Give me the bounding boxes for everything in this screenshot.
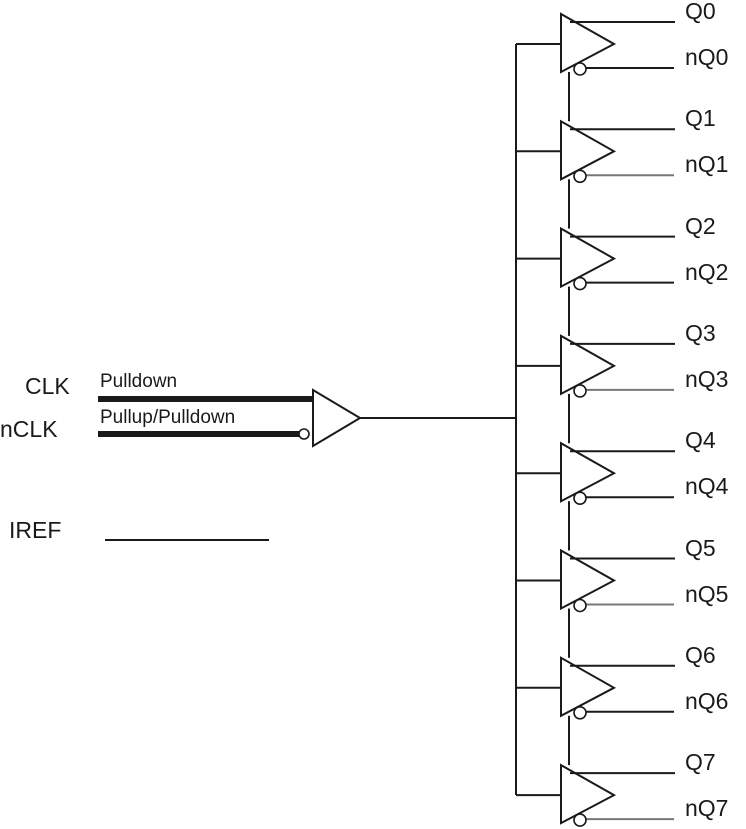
inverting-output-bubble [573, 598, 587, 613]
output-buffer [516, 12, 675, 122]
output-buffer-triangle [560, 119, 617, 181]
inverting-output-bubble [573, 705, 587, 720]
q-output-label: Q2 [685, 212, 716, 239]
output-buffer-triangle [560, 226, 617, 289]
q-output-label: Q5 [685, 534, 716, 561]
nq-output-label: nQ2 [685, 258, 729, 285]
input-buffer-triangle [312, 388, 362, 448]
nclk-bias-label: Pullup/Pulldown [100, 407, 236, 428]
q-output-label: Q6 [685, 641, 716, 668]
output-buffer-triangle [560, 656, 617, 718]
inverting-output-bubble [573, 491, 587, 506]
output-buffer [516, 763, 675, 827]
nclk-label: nCLK [0, 416, 58, 442]
q-output-label: Q1 [685, 105, 716, 132]
inverting-output-bubble [573, 62, 587, 76]
input-buffer [98, 44, 517, 795]
nq-output-label: nQ7 [685, 795, 729, 822]
inverting-output-bubble [573, 169, 587, 184]
nq-output-label: nQ5 [685, 580, 729, 607]
output-buffer [516, 119, 675, 229]
clk-label: CLK [25, 373, 70, 399]
output-buffer-triangle [560, 548, 617, 611]
output-buffer [516, 441, 675, 551]
output-buffer [516, 334, 675, 444]
nq-output-label: nQ1 [685, 151, 729, 178]
iref-label: IREF [9, 517, 62, 543]
clk-bias-label: Pulldown [100, 371, 178, 392]
inverting-output-bubble [573, 276, 587, 291]
output-buffer-triangle [560, 12, 617, 74]
nq-output-label: nQ3 [685, 365, 729, 392]
q-output-label: Q0 [685, 0, 716, 24]
output-buffer [516, 656, 675, 766]
nq-output-label: nQ6 [685, 687, 729, 714]
q-output-label: Q4 [685, 427, 716, 454]
output-buffer-triangle [560, 763, 617, 825]
inverting-output-bubble [573, 813, 587, 827]
output-buffer-triangle [560, 441, 617, 503]
inverting-output-bubble [573, 384, 587, 398]
inverting-input-bubble [298, 428, 310, 440]
q-output-label: Q3 [685, 319, 716, 346]
nq-output-label: nQ0 [685, 44, 729, 70]
output-buffer [516, 548, 675, 658]
output-buffer [516, 226, 675, 336]
output-buffer-triangle [560, 334, 617, 396]
nq-output-label: nQ4 [685, 473, 729, 500]
q-output-label: Q7 [685, 749, 716, 776]
